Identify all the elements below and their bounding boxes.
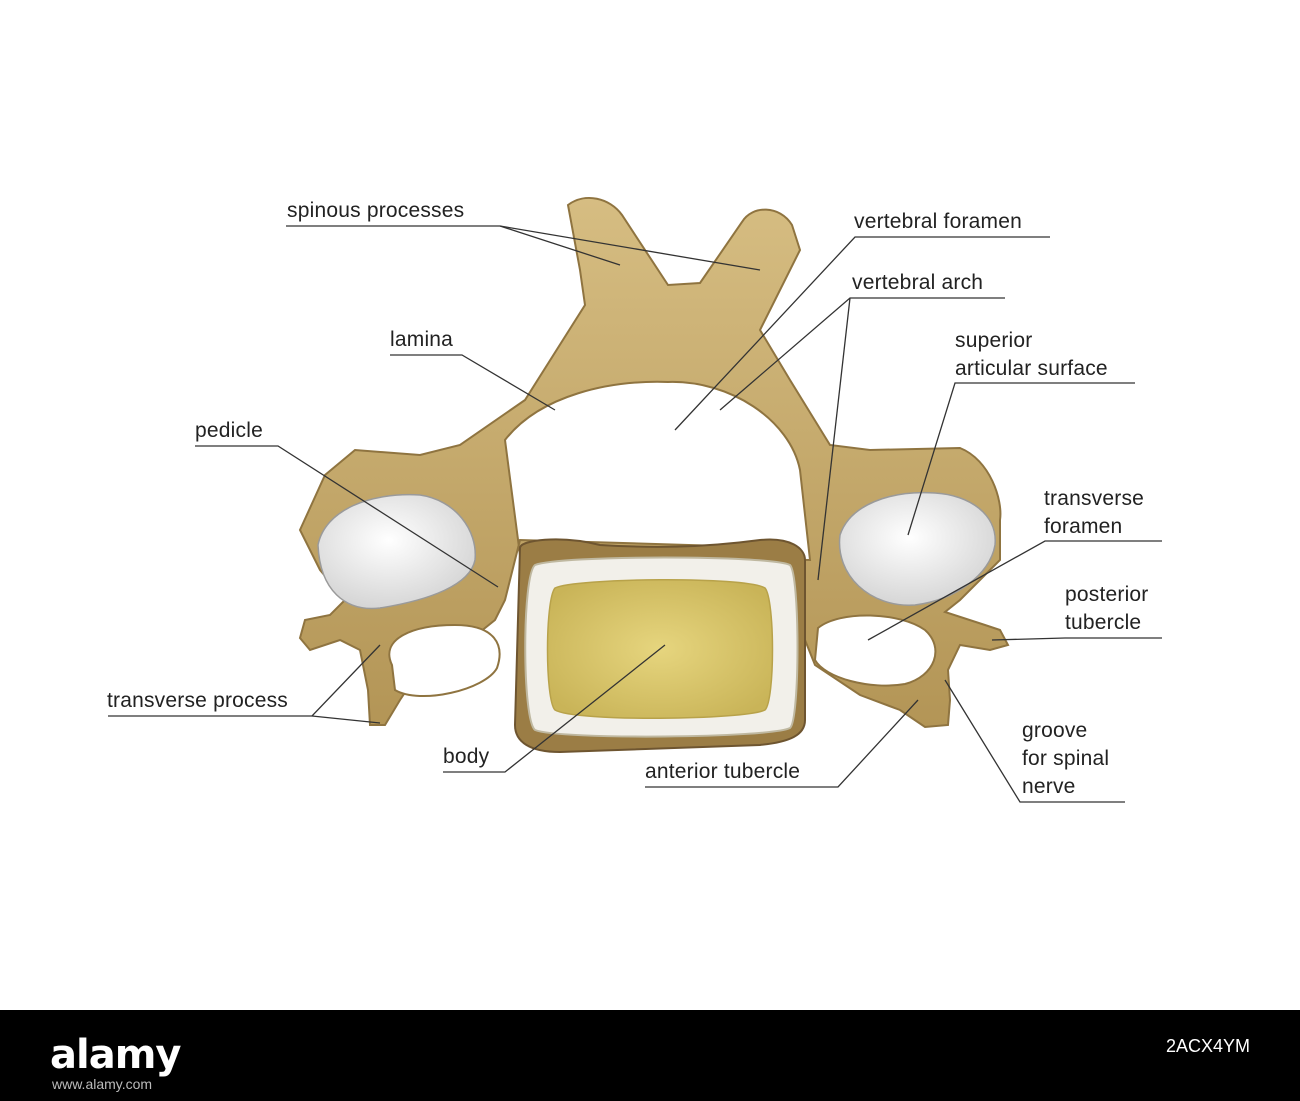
label-superior-articular-surface: superior articular surface xyxy=(955,329,1108,380)
leader-lines xyxy=(108,225,1162,803)
label-vertebral-arch: vertebral arch xyxy=(852,271,984,294)
leader-posterior-tubercle xyxy=(991,637,1162,641)
image-id: 2ACX4YM xyxy=(1165,1036,1250,1056)
leader-groove xyxy=(944,679,1125,803)
leader-anterior-tubercle xyxy=(645,699,919,788)
leader-spinous xyxy=(286,225,621,266)
leader-spinous-2 xyxy=(499,225,761,271)
left-transverse-foramen xyxy=(388,623,501,698)
leader-lamina xyxy=(390,354,556,411)
alamy-logo: alamy xyxy=(50,1032,181,1078)
label-transverse-process: transverse process xyxy=(107,689,289,712)
label-groove-for-spinal-nerve: groove for spinal nerve xyxy=(1022,719,1110,798)
label-pedicle: pedicle xyxy=(195,419,263,442)
leader-vertebral-foramen xyxy=(674,236,1050,431)
right-transverse-foramen xyxy=(813,614,937,687)
stock-footer: alamy www.alamy.com 2ACX4YM xyxy=(0,1010,1300,1101)
alamy-url: www.alamy.com xyxy=(52,1076,153,1092)
leader-body xyxy=(443,644,666,773)
label-transverse-foramen: transverse foramen xyxy=(1044,487,1145,538)
vertebra-diagram xyxy=(108,197,1162,803)
leader-transverse-foramen xyxy=(867,540,1162,641)
leader-superior-articular xyxy=(907,382,1135,536)
label-body: body xyxy=(443,745,490,768)
leader-transverse-process-2 xyxy=(311,715,381,724)
label-vertebral-foramen: vertebral foramen xyxy=(854,210,1022,233)
right-superior-articular-surface xyxy=(838,491,996,606)
label-lamina: lamina xyxy=(390,328,454,351)
leader-vertebral-arch-2 xyxy=(817,297,851,581)
label-posterior-tubercle: posterior tubercle xyxy=(1065,583,1149,634)
leader-pedicle xyxy=(195,445,499,588)
left-superior-articular-surface xyxy=(317,493,476,610)
vertebral-arch-shape xyxy=(298,197,1010,729)
label-anterior-tubercle: anterior tubercle xyxy=(645,760,801,783)
label-spinous-processes: spinous processes xyxy=(287,199,465,222)
